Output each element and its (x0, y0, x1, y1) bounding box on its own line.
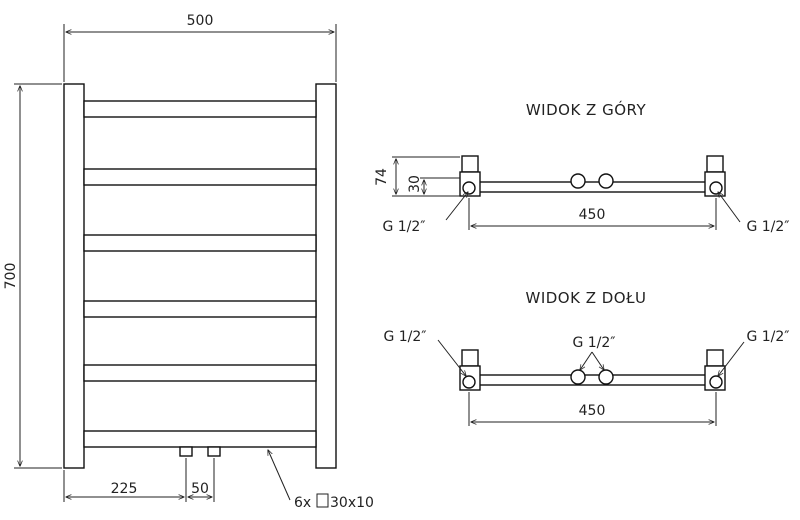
top-left-valve (461, 155, 479, 173)
towel-bar (83, 364, 317, 382)
top-left-port-icon (462, 181, 476, 195)
bottom-left-thread-label: G 1/2″ (383, 329, 426, 345)
offset-label: 225 (111, 481, 138, 497)
bottom-dimensions: 225 50 (63, 458, 215, 502)
top-right-valve (706, 155, 724, 173)
width-label: 500 (187, 13, 214, 29)
top-right-port-icon (709, 181, 723, 195)
bottom-view: WIDOK Z DOŁU 450 G 1/2″ G 1/2″ G 1/2″ (383, 289, 790, 426)
bars-count-label: 6x (294, 495, 311, 511)
bottom-connector-left (179, 446, 193, 457)
bottom-rail (469, 374, 713, 386)
top-view: WIDOK Z GÓRY 74 30 450 G 1/2″ G 1/2″ (374, 100, 790, 235)
bottom-center-port-icon (598, 369, 614, 385)
bottom-right-thread-label: G 1/2″ (746, 329, 789, 345)
square-section-icon (316, 493, 329, 508)
towel-bar (83, 234, 317, 252)
bottom-center-thread-label: G 1/2″ (572, 335, 615, 351)
towel-bars (83, 100, 317, 448)
left-post (63, 83, 85, 469)
top-rail (469, 181, 713, 193)
width-dimension: 500 (63, 13, 337, 82)
bars-size-label: 30x10 (330, 495, 374, 511)
bottom-left-port-icon (462, 375, 476, 389)
spacing-label: 50 (191, 481, 209, 497)
top-view-title: WIDOK Z GÓRY (526, 100, 647, 119)
height-label: 700 (3, 263, 19, 290)
bars-callout: 6x 30x10 (268, 450, 374, 511)
height-dimension: 700 (3, 83, 62, 469)
top-center-knob-icon (598, 173, 614, 189)
bottom-width-label: 450 (579, 403, 606, 419)
bottom-left-valve (461, 349, 479, 367)
bottom-view-title: WIDOK Z DOŁU (525, 289, 646, 307)
front-view: 500 700 225 50 6x 30x10 (3, 13, 374, 511)
depth-label: 74 (374, 168, 390, 186)
bottom-right-port-icon (709, 375, 723, 389)
top-left-thread-label: G 1/2″ (382, 219, 425, 235)
bottom-center-port-icon (570, 369, 586, 385)
towel-bar (83, 300, 317, 318)
towel-bar (83, 168, 317, 186)
bottom-connector-right (207, 446, 221, 457)
tube-label: 30 (407, 175, 423, 193)
top-center-knob-icon (570, 173, 586, 189)
bottom-right-valve (706, 349, 724, 367)
towel-bar (83, 430, 317, 448)
towel-bar (83, 100, 317, 118)
top-right-thread-label: G 1/2″ (746, 219, 789, 235)
top-width-label: 450 (579, 207, 606, 223)
right-post (315, 83, 337, 469)
